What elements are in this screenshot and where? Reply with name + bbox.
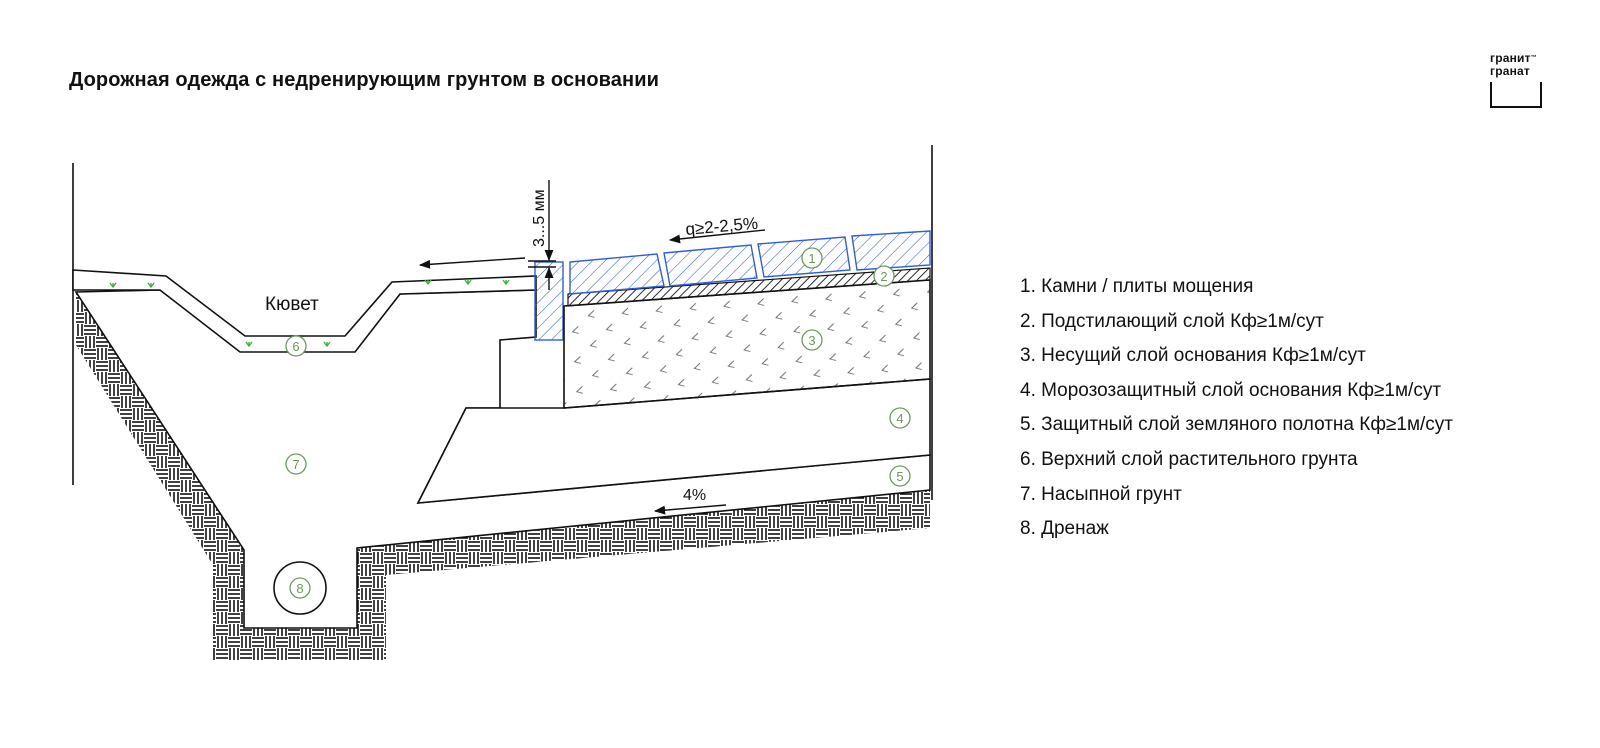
svg-text:4: 4	[896, 411, 903, 426]
marker-5: 5	[889, 465, 911, 487]
topsoil-slope-arrow	[418, 257, 526, 269]
legend-item: 6. Верхний слой растительного грунта	[1020, 448, 1358, 470]
legend-item: 3. Несущий слой основания Кф≥1м/сут	[1020, 345, 1366, 367]
marker-7: 7	[285, 453, 307, 475]
marker-2: 2	[873, 265, 895, 287]
logo-line-2: гранат	[1490, 64, 1531, 78]
frost-protection-layer	[416, 378, 931, 504]
legend-list: 1. Камни / плиты мощения 2. Подстилающий…	[1020, 270, 1453, 547]
grass-marks	[109, 279, 510, 348]
legend-item: 8. Дренаж	[1020, 518, 1109, 540]
brand-logo: гранит™ гранат	[1490, 52, 1550, 112]
logo-line-1: гранит™	[1490, 51, 1537, 65]
svg-text:7: 7	[292, 457, 299, 472]
surface-slope-label: q≥2-2,5%	[685, 214, 759, 239]
subgrade-slope-arrow	[653, 504, 727, 515]
svg-text:3: 3	[808, 333, 815, 348]
bedding-layer	[567, 267, 931, 307]
surface-slope-arrow	[668, 229, 766, 244]
svg-text:5: 5	[896, 469, 903, 484]
svg-text:6: 6	[292, 339, 299, 354]
marker-3: 3	[801, 329, 823, 351]
legend-item: 2. Подстилающий слой Кф≥1м/сут	[1020, 310, 1324, 332]
subgrade-slope-label: 4%	[683, 487, 706, 504]
legend-item: 5. Защитный слой земляного полотна Кф≥1м…	[1020, 414, 1454, 436]
ditch-label: Кювет	[265, 294, 319, 315]
page-title: Дорожная одежда с недренирующим грунтом …	[69, 69, 659, 91]
curb-stone	[534, 261, 564, 341]
legend-item: 4. Морозозащитный слой основания Кф≥1м/с…	[1020, 379, 1442, 401]
svg-text:1: 1	[808, 251, 815, 266]
svg-text:2: 2	[880, 269, 887, 284]
legend-item: 7. Насыпной грунт	[1020, 483, 1182, 505]
legend-item: 1. Камни / плиты мощения	[1020, 276, 1254, 297]
marker-6: 6	[285, 335, 307, 357]
logo-frame	[1490, 82, 1542, 108]
marker-4: 4	[889, 407, 911, 429]
road-cross-section-diagram: 3...5 мм q≥2-2,5% 4% Кювет 1 2 3 4 5 6 7…	[72, 145, 933, 660]
gap-label: 3...5 мм	[531, 189, 548, 247]
marker-8: 8	[289, 577, 311, 599]
svg-text:8: 8	[296, 581, 303, 596]
marker-1: 1	[801, 247, 823, 269]
